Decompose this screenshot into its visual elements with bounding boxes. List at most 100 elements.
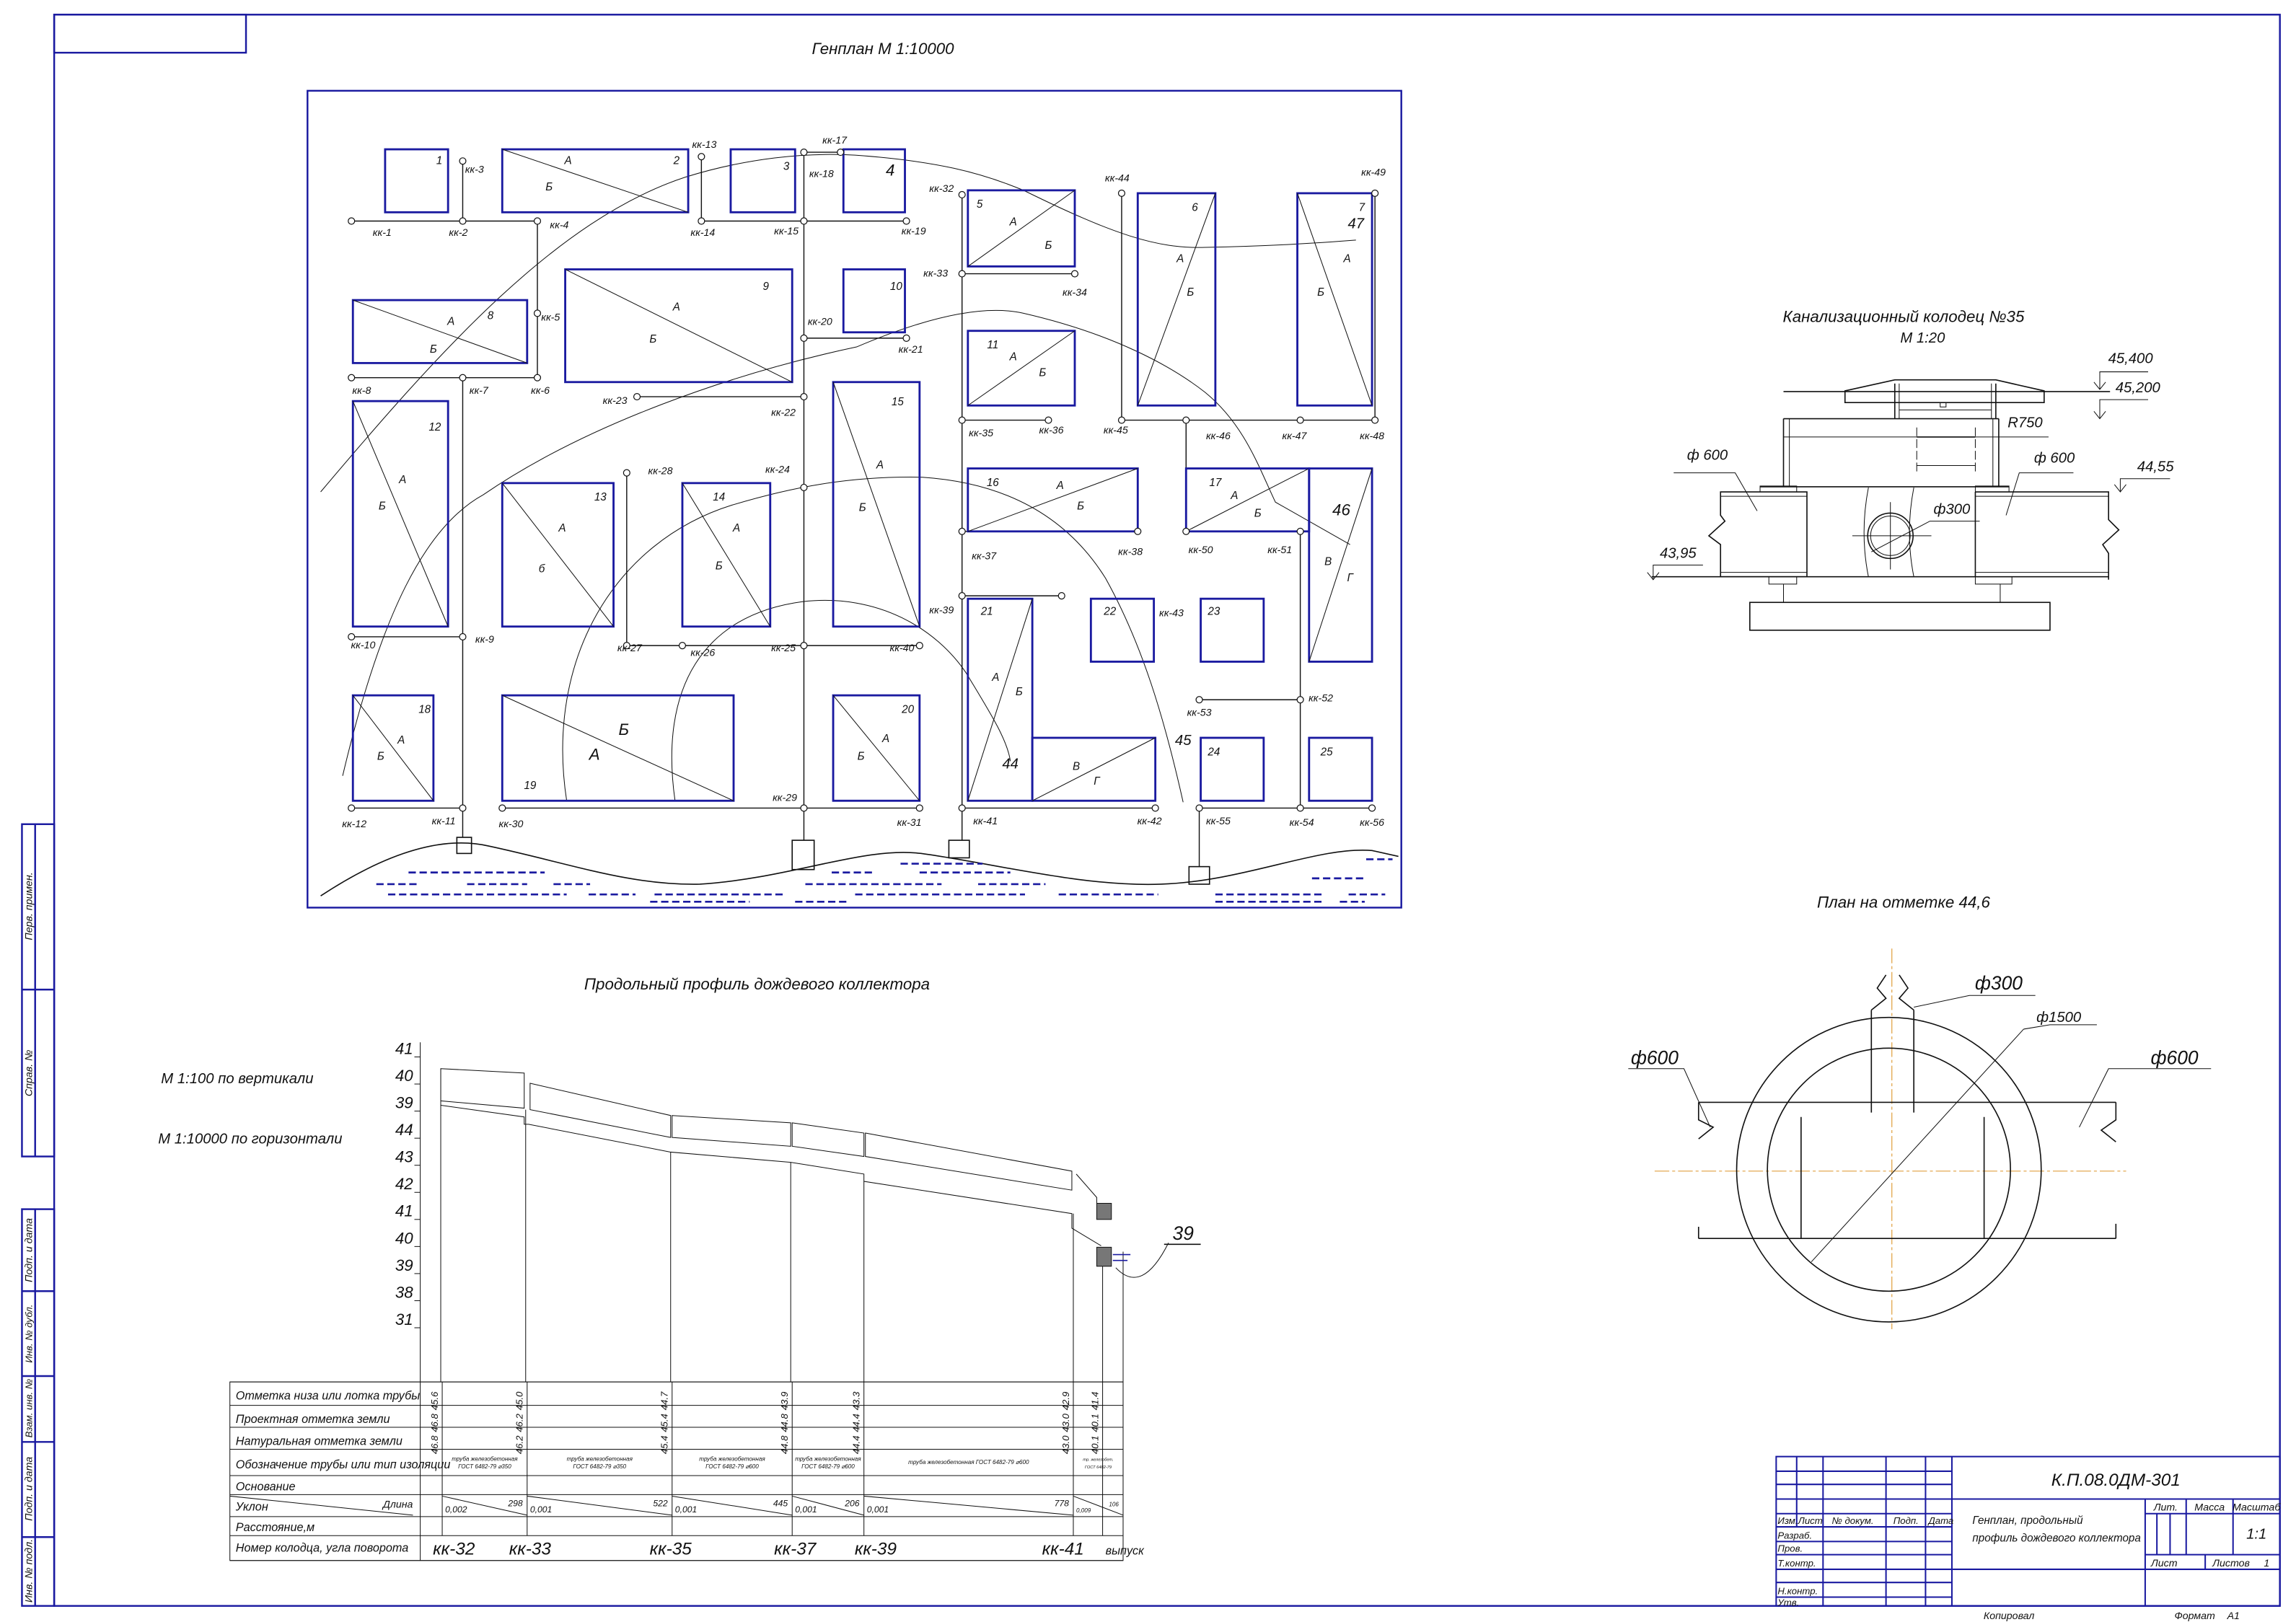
outlet-line xyxy=(1076,1173,1097,1204)
pipe-description: ГОСТ 6482-79 ⌀350 xyxy=(573,1463,626,1470)
well: кк-29 xyxy=(773,792,808,812)
well-label: кк-7 xyxy=(470,385,489,397)
building-outline xyxy=(1308,736,1373,802)
well-marker xyxy=(1368,804,1376,812)
right-pipe-diameter: ф600 xyxy=(2150,1047,2198,1069)
building-number: 24 xyxy=(1207,746,1220,758)
well: кк-24 xyxy=(765,464,808,491)
well-marker xyxy=(800,642,808,650)
section-letter: В xyxy=(1073,761,1080,773)
length-value: 778 xyxy=(1055,1499,1070,1509)
axis-tick-label: 41 xyxy=(395,1039,413,1057)
well-marker xyxy=(800,149,808,157)
building-number: 22 xyxy=(1103,606,1116,618)
well-label: кк-34 xyxy=(1063,287,1087,299)
elevation-value: 46.8 xyxy=(429,1435,440,1454)
well-label: кк-37 xyxy=(972,550,997,562)
building-number: 4 xyxy=(886,162,894,180)
well: кк-22 xyxy=(771,392,808,418)
well: кк-47 xyxy=(1283,416,1308,442)
well-marker xyxy=(915,642,923,650)
well: кк-49 xyxy=(1361,167,1386,198)
well: кк-26 xyxy=(678,642,715,658)
well: кк-43 xyxy=(1159,608,1184,620)
well-marker xyxy=(459,633,467,641)
elevation-value: 43.9 xyxy=(779,1391,790,1410)
pipe-description: труба железобетонная ГОСТ 6482-79 ⌀600 xyxy=(908,1459,1029,1465)
well: кк-27 xyxy=(617,642,643,654)
section-letter: Б xyxy=(858,750,865,762)
elevation-value: 45.4 xyxy=(659,1436,670,1455)
axis-tick-label: 40 xyxy=(395,1067,413,1085)
well-marker xyxy=(698,153,705,161)
sheets-label: Листов xyxy=(2212,1558,2250,1569)
well-marker xyxy=(1296,416,1304,424)
well: кк-55 xyxy=(1195,804,1231,827)
well-marker xyxy=(1134,527,1142,535)
elevation-value: 41.4 xyxy=(1089,1392,1100,1411)
pipe-segment xyxy=(440,1068,525,1109)
well-marker xyxy=(800,392,808,401)
building-outline xyxy=(564,268,793,384)
well-marker xyxy=(623,642,630,650)
well-label: кк-26 xyxy=(690,647,715,658)
well: кк-37 xyxy=(958,527,997,562)
outlet-wall xyxy=(1096,1246,1112,1267)
well: кк-19 xyxy=(902,217,926,237)
elevation-value: 43.0 xyxy=(1060,1435,1071,1454)
section-divider xyxy=(565,269,793,383)
building-number: 13 xyxy=(594,491,607,503)
building: 24 xyxy=(1200,736,1265,802)
cell-diagonal xyxy=(1073,1495,1124,1516)
scale-label: Масштаб xyxy=(2233,1502,2281,1514)
well: кк-11 xyxy=(432,804,467,827)
side-stamp: Перв. примен. Справ. № Подп. и дата Инв.… xyxy=(21,823,56,1607)
building-outline xyxy=(1031,736,1157,802)
building-outline xyxy=(501,148,690,213)
well-label: кк-49 xyxy=(1361,167,1386,179)
contour-lines xyxy=(320,154,1356,803)
well: кк-52 xyxy=(1296,692,1333,704)
section-letter: А xyxy=(588,745,600,763)
col-header: Изм. xyxy=(1777,1515,1798,1526)
elevation-value: 44.7 xyxy=(659,1391,670,1410)
well: кк-36 xyxy=(1039,416,1064,436)
section-letter: А xyxy=(397,734,405,746)
building-number: 5 xyxy=(977,198,983,211)
plan-title: План на отметке 44,6 xyxy=(1817,893,1990,911)
well: кк-48 xyxy=(1360,416,1384,442)
well-label: кк-45 xyxy=(1104,425,1128,436)
well-label: кк-36 xyxy=(1039,425,1064,436)
mass-label: Масса xyxy=(2194,1502,2225,1514)
contour-line xyxy=(342,309,1350,776)
inlet-diameter: ф300 xyxy=(1975,972,2023,994)
section-letter: Б xyxy=(1077,500,1084,512)
well: кк-33 xyxy=(923,268,966,280)
well-marker xyxy=(459,804,467,812)
pipe-segment xyxy=(791,1122,865,1158)
building-number: 46 xyxy=(1332,501,1350,519)
stamp-label: Справ. № xyxy=(24,1050,35,1096)
section-letter: А xyxy=(1342,252,1350,265)
section-letter: Г xyxy=(1094,775,1101,788)
section-divider xyxy=(352,400,449,627)
building-number: 12 xyxy=(428,421,441,433)
scale-value: 1:1 xyxy=(2246,1526,2266,1542)
pipe-description: ГОСТ 6482-79 ⌀350 xyxy=(458,1463,511,1470)
section-divider xyxy=(832,695,920,801)
building-outline xyxy=(967,597,1034,802)
section-letter: Б xyxy=(1045,239,1052,252)
axis-tick-label: 44 xyxy=(395,1121,413,1139)
well: кк-42 xyxy=(1138,804,1162,827)
building-number: 7 xyxy=(1359,201,1365,213)
section-letter: б xyxy=(539,563,545,576)
building-outline xyxy=(1136,192,1217,407)
well-marker xyxy=(533,374,542,382)
building-outline xyxy=(1089,597,1156,663)
